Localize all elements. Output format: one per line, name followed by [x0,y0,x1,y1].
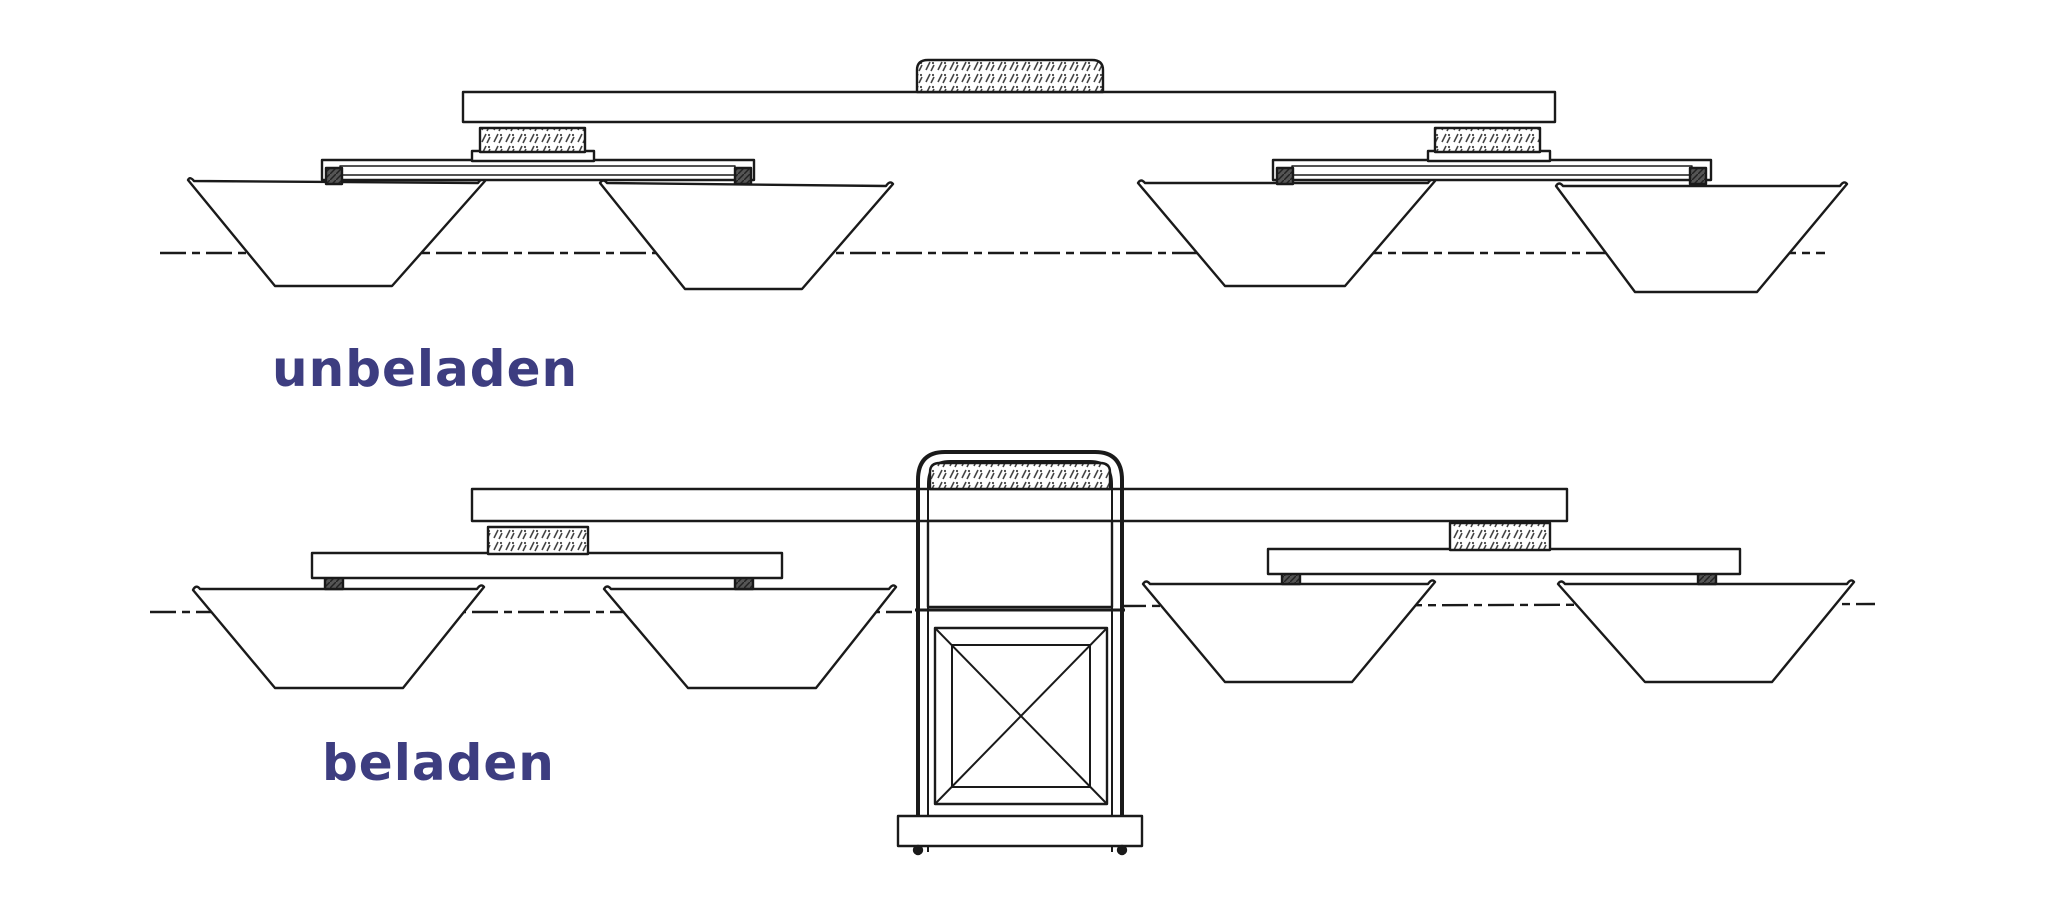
pontoon-hull [1136,178,1437,288]
pontoon-hull [1556,579,1856,684]
loaded-state [150,450,1876,856]
cargo-load-icon [928,461,1112,491]
frame-span [926,519,1114,609]
right-cross-beam [1266,547,1742,576]
pontoon-hull [186,177,487,288]
bearing-pad [733,166,753,186]
unloaded-state [160,58,1849,294]
pontoon-hull [1554,181,1849,294]
support-block [486,525,590,556]
support-block [1448,521,1552,552]
bearing-pad [1688,166,1708,186]
support-block [478,126,587,154]
cargo-load-icon [915,58,1105,94]
main-deck-beam [461,90,1557,124]
support-block [1433,126,1542,154]
bearing-pad [1275,166,1295,186]
carrier-base [896,814,1144,848]
left-beam-inner [339,165,736,176]
load-box-cross [934,627,1108,805]
right-beam-inner [1291,165,1693,176]
left-cross-beam [310,551,784,580]
wheel-mark [1116,844,1128,856]
loaded-label: beladen [322,734,555,792]
pontoon-hull [602,584,898,690]
main-deck-beam [470,487,1569,523]
pontoon-hull [598,179,895,291]
pontoon-hull [191,584,486,690]
pontoon-hull [1141,579,1437,684]
unloaded-label: unbeladen [272,340,579,398]
bearing-pad [324,166,344,186]
carrier-frame [916,450,1124,852]
wheel-mark [912,844,924,856]
